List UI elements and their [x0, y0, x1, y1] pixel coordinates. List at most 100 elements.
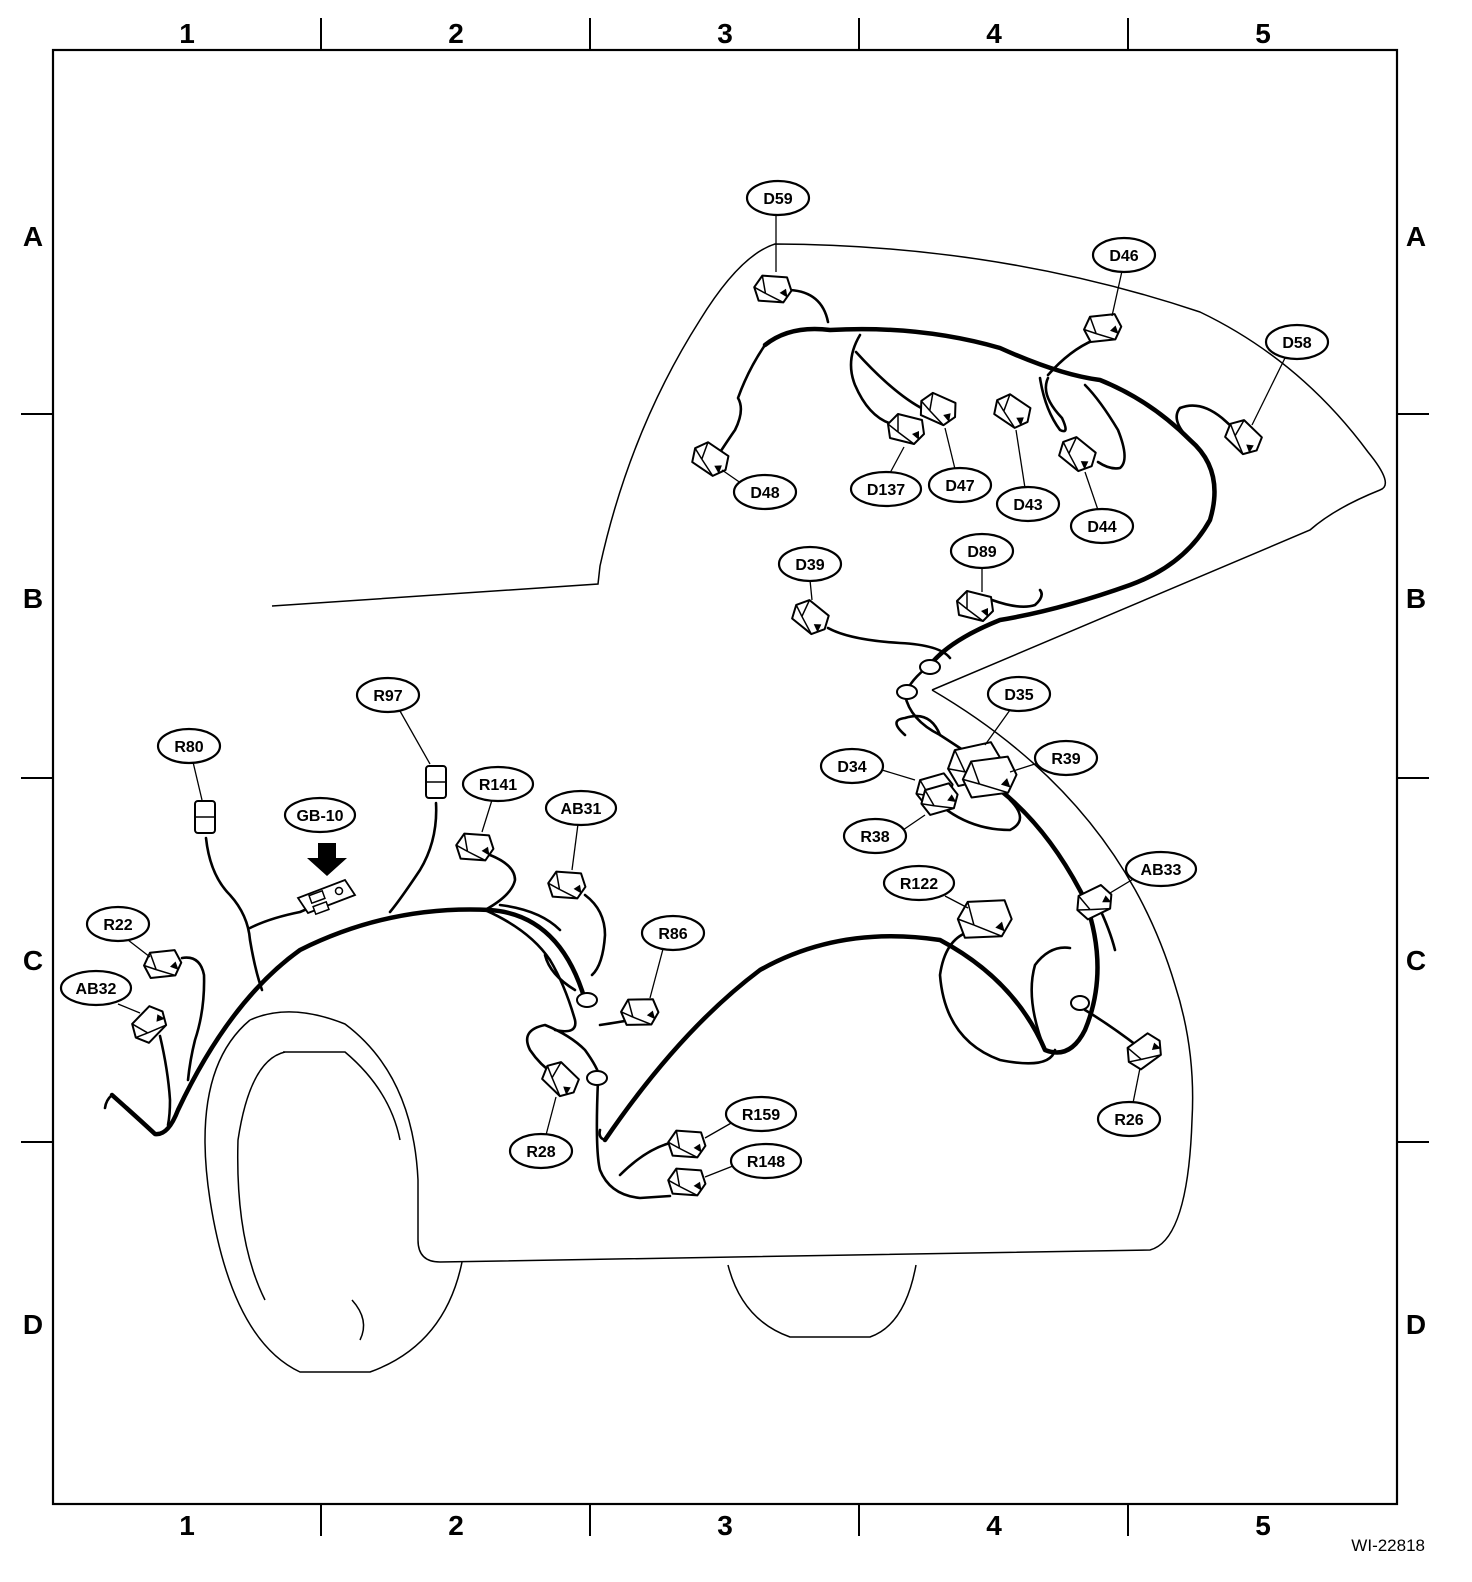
connector-label: D46 — [1109, 248, 1138, 265]
grommet — [896, 684, 918, 700]
branch-inner-2 — [498, 903, 577, 992]
leader-line-d46 — [1111, 270, 1123, 317]
connector-label: D44 — [1087, 519, 1116, 536]
harness-tail — [103, 1093, 114, 1110]
callout-oval — [156, 727, 222, 765]
column-label-top: 5 — [1255, 18, 1271, 49]
connector-d43-icon — [993, 393, 1032, 429]
callout-oval — [777, 545, 843, 583]
callout-r39: R39 — [1033, 739, 1099, 777]
connector-label: R141 — [479, 777, 517, 794]
leader-line-r26 — [1132, 1067, 1141, 1104]
callout-d43: D43 — [995, 485, 1061, 523]
callout-oval — [995, 485, 1061, 523]
connector-r22-icon — [143, 949, 183, 979]
callout-oval — [882, 864, 956, 902]
figure-code: WI-22818 — [1351, 1536, 1425, 1555]
connector-label: D59 — [763, 191, 792, 208]
branch-d44 — [1083, 383, 1126, 470]
leader-line-r22 — [127, 939, 151, 958]
connector-r80-icon — [194, 800, 216, 834]
connector-ab33-icon — [1076, 884, 1113, 921]
connector-d48-icon — [691, 441, 730, 477]
callout-r141: R141 — [461, 765, 535, 803]
branch-engine-loop — [1030, 946, 1072, 1052]
leader-line-d34 — [881, 769, 916, 781]
connector-label: AB33 — [1141, 862, 1182, 879]
branch-r122-loop — [938, 930, 1057, 1065]
callout-ab33: AB33 — [1124, 850, 1198, 888]
diagram-frame — [51, 48, 1399, 1506]
row-label-left: B — [23, 583, 43, 614]
grommet — [586, 1070, 608, 1086]
wheel-arch-line — [283, 1051, 401, 1141]
connector-label: D58 — [1282, 335, 1311, 352]
callout-d58: D58 — [1264, 323, 1330, 361]
connector-label: R28 — [526, 1144, 555, 1161]
connector-label: R86 — [658, 926, 687, 943]
callout-oval — [1069, 507, 1135, 545]
connector-d137-icon — [887, 413, 925, 445]
row-label-right: C — [1406, 945, 1426, 976]
row-label-left: C — [23, 945, 43, 976]
windshield-outline — [271, 243, 1387, 691]
leader-line-d43 — [1015, 429, 1026, 489]
row-label-right: D — [1406, 1309, 1426, 1340]
branch-r22 — [180, 956, 206, 1082]
callout-r159: R159 — [724, 1095, 798, 1133]
callout-oval — [283, 796, 357, 834]
grommet — [919, 659, 941, 675]
callout-d46: D46 — [1091, 236, 1157, 274]
callout-oval — [819, 747, 885, 785]
callout-r86: R86 — [640, 914, 706, 952]
callout-oval — [745, 179, 811, 217]
connector-d46-icon — [1083, 313, 1123, 343]
connector-r38-icon — [920, 782, 959, 816]
connector-label: GB-10 — [296, 808, 343, 825]
connector-label: D137 — [867, 482, 905, 499]
callout-oval — [729, 1142, 803, 1180]
callout-oval — [842, 817, 908, 855]
leader-line-r86 — [649, 948, 664, 999]
wheel-hub-mark — [351, 1299, 365, 1341]
callout-oval — [1033, 739, 1099, 777]
callout-gb-10: GB-10 — [283, 796, 357, 834]
leader-line-ab33 — [1109, 877, 1136, 894]
rear-wheel-outline — [727, 1264, 917, 1338]
vehicle-outline — [204, 243, 1387, 1373]
grid-ticks — [21, 18, 1429, 1536]
branch-r159 — [618, 1141, 672, 1177]
callout-oval — [986, 675, 1052, 713]
harness-tail-2 — [598, 1128, 607, 1142]
leader-line-ab31 — [571, 823, 579, 871]
connector-label: R39 — [1051, 751, 1080, 768]
connector-label: R38 — [860, 829, 889, 846]
leader-line-r80 — [192, 761, 203, 801]
leader-line-r159 — [704, 1121, 734, 1139]
callout-oval — [732, 473, 798, 511]
branch-r97 — [388, 801, 438, 914]
callout-r80: R80 — [156, 727, 222, 765]
branch-d137 — [849, 333, 898, 427]
column-label-bottom: 5 — [1255, 1510, 1271, 1541]
connector-r26-icon — [1126, 1032, 1162, 1071]
connector-r159-icon — [667, 1129, 707, 1159]
callout-r148: R148 — [729, 1142, 803, 1180]
branch-d48 — [713, 343, 767, 462]
callout-oval — [1124, 850, 1198, 888]
column-label-bottom: 1 — [179, 1510, 195, 1541]
callout-r122: R122 — [882, 864, 956, 902]
leader-line-ab32 — [117, 1003, 141, 1014]
callout-oval — [355, 676, 421, 714]
leader-line-d44 — [1084, 471, 1099, 511]
connector-layer — [117, 214, 1286, 1197]
callout-oval — [508, 1132, 574, 1170]
connector-label: D43 — [1013, 497, 1042, 514]
connector-ab31-icon — [547, 870, 587, 900]
callout-oval — [849, 470, 923, 508]
harness-trunks — [109, 326, 1217, 1143]
connector-label: R148 — [747, 1154, 785, 1171]
ground-arrow-icon — [307, 843, 347, 876]
grommet — [576, 992, 598, 1008]
